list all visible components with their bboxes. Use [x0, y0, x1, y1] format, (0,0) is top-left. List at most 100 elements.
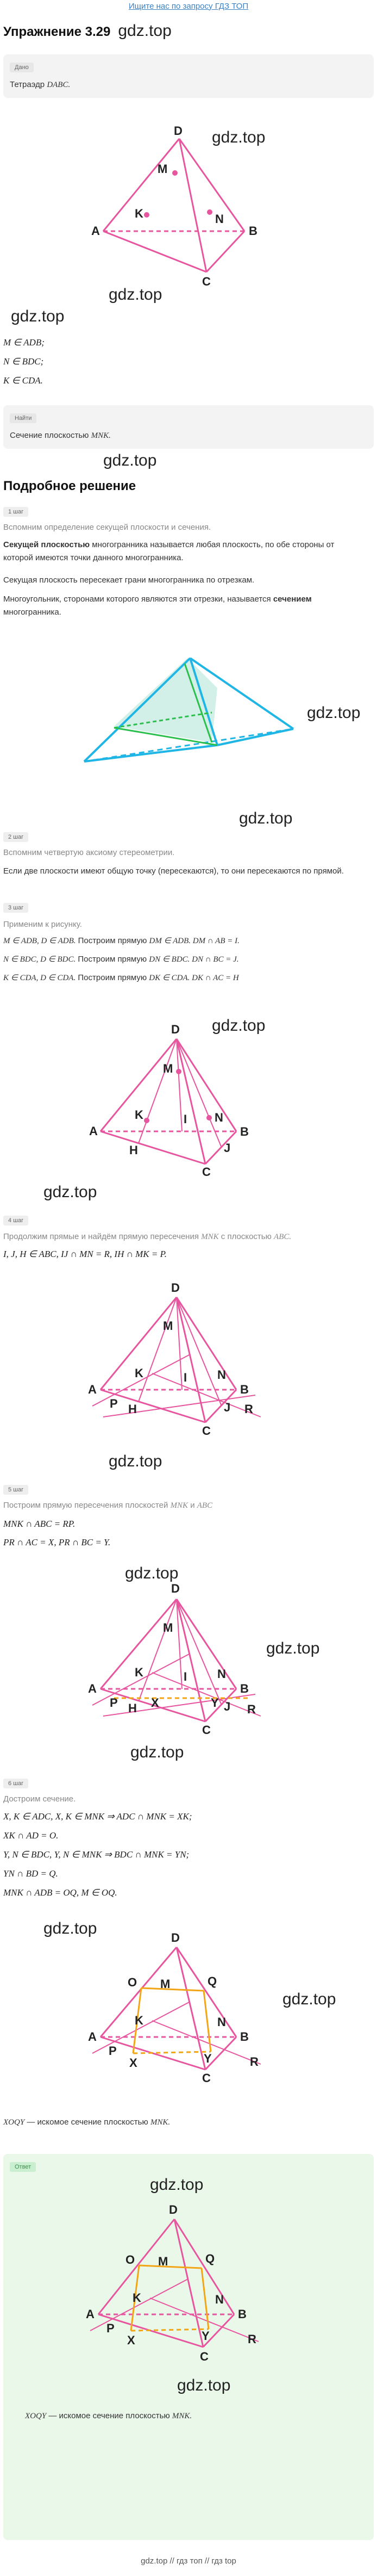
- label-X: X: [129, 2056, 137, 2070]
- definition-text: многогранника называется любая плоскость…: [3, 540, 335, 562]
- text: — искомое сечение плоскостью: [46, 2411, 172, 2420]
- label-O: O: [125, 2253, 135, 2267]
- watermark: gdz.top: [103, 451, 157, 469]
- label-A: A: [86, 2307, 95, 2321]
- answer-text: XOQY — искомое сечение плоскостью MNK.: [25, 2410, 377, 2423]
- label-X: X: [151, 1696, 159, 1710]
- search-banner-link[interactable]: Ищите нас по запросу ГДЗ ТОП: [128, 1, 249, 11]
- watermark: gdz.top: [130, 1743, 184, 1761]
- watermark: gdz.top: [212, 128, 265, 146]
- watermark: gdz.top: [125, 1564, 178, 1582]
- step5-title: Построим прямую пересечения плоскостей M…: [3, 1499, 362, 1512]
- math: N ∈ BDC, D ∈ BDC.: [3, 955, 76, 964]
- figure-step4: D A B C M N K I J H P R: [88, 1281, 261, 1438]
- label-Q: Q: [208, 1974, 217, 1988]
- math: K ∈ CDA, D ∈ CDA.: [3, 974, 76, 982]
- step6-conclusion: XOQY — искомое сечение плоскостью MNK.: [3, 2116, 362, 2129]
- figure-tetrahedron-1: gdz.top D A B C M N K: [91, 124, 265, 288]
- label-K: K: [135, 1366, 143, 1380]
- step1-p3: Многоугольник, сторонами которого являют…: [3, 593, 362, 619]
- step1-title: Вспомним определение секущей плоскости и…: [3, 523, 211, 532]
- label-R: R: [250, 2055, 259, 2069]
- label-K: K: [133, 2291, 141, 2305]
- label-D: D: [174, 124, 183, 138]
- step2-label: 2 шаг: [3, 832, 29, 842]
- label-H: H: [129, 1143, 138, 1157]
- math: MNK.: [150, 2118, 171, 2127]
- label-O: O: [128, 1976, 137, 1989]
- label-Y: Y: [204, 2052, 212, 2065]
- figure-step5: gdz.top gdz.top D A B C M N K I J H P R …: [88, 1564, 319, 1737]
- label-N: N: [215, 1111, 223, 1124]
- label-P: P: [109, 2044, 117, 2058]
- answer-box: Ответ gdz.top D A B C O Q M N K P X Y: [3, 2154, 374, 2540]
- label-I: I: [184, 1112, 187, 1126]
- label-K: K: [135, 1108, 143, 1122]
- label-J: J: [224, 1700, 230, 1713]
- label-M: M: [163, 1621, 173, 1634]
- label-A: A: [88, 1383, 97, 1396]
- watermark: gdz.top: [266, 1639, 319, 1657]
- label-R: R: [244, 1402, 253, 1416]
- math: XOQY: [3, 2118, 25, 2127]
- given-condition-3: K ∈ CDA.: [3, 375, 43, 386]
- step3-line-1: M ∈ ADB, D ∈ ADB. Построим прямую DM ∈ A…: [3, 934, 362, 948]
- edge-AC: [103, 230, 207, 273]
- label-P: P: [110, 1397, 118, 1410]
- label-J: J: [224, 1401, 230, 1414]
- step3-title: Применим к рисунку.: [3, 920, 82, 929]
- math: ABC: [197, 1501, 213, 1510]
- step1-definition: Секущей плоскостью многогранника называе…: [3, 538, 362, 565]
- find-math: MNK.: [91, 431, 111, 440]
- figure-step6: gdz.top gdz.top D A B C O Q M N K P X Y …: [43, 1919, 336, 2085]
- label-A: A: [88, 2030, 97, 2044]
- label-B: B: [238, 2307, 247, 2321]
- step2-text: Если две плоскости имеют общую точку (пе…: [3, 866, 344, 876]
- label-A: A: [89, 1124, 98, 1138]
- step1-label: 1 шаг: [3, 507, 29, 517]
- label-I: I: [184, 1670, 187, 1683]
- step2-title: Вспомним четвертую аксиому стереометрии.: [3, 848, 175, 857]
- label-C: C: [200, 2350, 209, 2363]
- math: M ∈ ADB, D ∈ ADB.: [3, 937, 76, 945]
- label-C: C: [202, 1424, 211, 1438]
- watermark: gdz.top: [177, 2376, 230, 2394]
- text: — искомое сечение плоскостью: [24, 2117, 150, 2127]
- label-B: B: [240, 2030, 249, 2044]
- edge-DC: [178, 138, 208, 273]
- math: DN ∈ BDC. DN ∩ BC = J.: [149, 955, 239, 964]
- label-B: B: [240, 1682, 249, 1695]
- math: DK ∈ CDA. DK ∩ AC = H: [149, 974, 239, 982]
- label-K: K: [135, 207, 143, 220]
- label-N: N: [217, 2015, 226, 2029]
- step5-line-1: MNK ∩ ABC = RP.: [3, 1519, 76, 1529]
- solution-title: Подробное решение: [3, 479, 136, 493]
- label-N: N: [215, 2293, 224, 2306]
- label-C: C: [202, 275, 211, 288]
- label-I: I: [184, 1371, 187, 1384]
- step6-line-4: YN ∩ BD = Q.: [3, 1868, 58, 1879]
- text: Построим прямую: [76, 936, 149, 945]
- text: Построим прямую пересечения плоскостей: [3, 1501, 171, 1510]
- text: с плоскостью: [218, 1232, 274, 1241]
- step6-line-5: MNK ∩ ADB = OQ, M ∈ OQ.: [3, 1887, 117, 1898]
- label-K: K: [135, 2014, 143, 2027]
- math: MNK.: [172, 2412, 192, 2420]
- label-A: A: [91, 224, 100, 238]
- math: XOQY: [25, 2412, 47, 2420]
- math: MNK: [170, 1501, 188, 1510]
- watermark: gdz.top: [307, 704, 360, 722]
- footer: gdz.top // гдз топ // гдз top: [141, 2556, 236, 2566]
- label-A: A: [88, 1682, 97, 1695]
- label-N: N: [217, 1667, 226, 1681]
- figure-secant-pyramid: gdz.top: [83, 657, 360, 763]
- label-C: C: [202, 1723, 211, 1737]
- watermark: gdz.top: [109, 1452, 162, 1470]
- step6-title: Достроим сечение.: [3, 1794, 76, 1804]
- label-Y: Y: [202, 2329, 210, 2343]
- label-H: H: [128, 1402, 137, 1416]
- watermark: gdz.top: [11, 307, 65, 325]
- label-X: X: [127, 2333, 135, 2347]
- title-row: Упражнение 3.29 gdz.top: [3, 22, 172, 40]
- watermark: gdz.top: [150, 2176, 204, 2194]
